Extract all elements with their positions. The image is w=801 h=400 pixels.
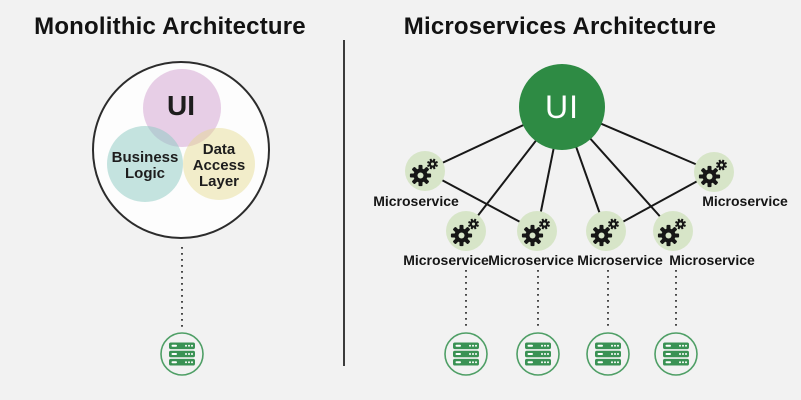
ui-hub-circle: UI [519, 64, 605, 150]
gears-icon [590, 218, 620, 247]
microservice-label-3: Microservice [488, 252, 574, 268]
microservice-node-5 [653, 211, 693, 251]
vertical-divider-line [343, 40, 345, 366]
data-access-label: Data Access Layer [192, 141, 246, 190]
microservice-database-2 [515, 331, 561, 377]
gears-icon [409, 158, 439, 187]
microservice-node-4 [586, 211, 626, 251]
business-logic-label: Business Logic [111, 149, 179, 182]
microservice-label-2: Microservice [403, 252, 489, 268]
microservice-database-1 [443, 331, 489, 377]
gears-icon [450, 218, 480, 247]
microservice-node-3 [517, 211, 557, 251]
monolith-title: Monolithic Architecture [34, 13, 306, 40]
microservice-database-4 [653, 331, 699, 377]
ui-layer-label: UI [167, 90, 195, 121]
microservice-label-6: Microservice [702, 193, 788, 209]
gears-icon [521, 218, 551, 247]
server-stack-icon [516, 332, 560, 376]
microservice-node-1 [405, 151, 445, 191]
data-access-circle [183, 128, 255, 200]
gears-icon [698, 159, 728, 188]
monolith-database [159, 331, 205, 377]
gears-icon [657, 218, 687, 247]
microservice-node-6 [694, 152, 734, 192]
microservice-label-4: Microservice [577, 252, 663, 268]
server-stack-icon [444, 332, 488, 376]
server-stack-icon [654, 332, 698, 376]
microservices-title: Microservices Architecture [403, 13, 717, 40]
microservice-label-1: Microservice [373, 193, 459, 209]
microservice-database-3 [585, 331, 631, 377]
microservice-node-2 [446, 211, 486, 251]
microservice-label-5: Microservice [669, 252, 755, 268]
server-stack-icon [160, 332, 204, 376]
ui-hub-label: UI [545, 88, 579, 125]
business-logic-circle [107, 126, 183, 202]
server-stack-icon [586, 332, 630, 376]
